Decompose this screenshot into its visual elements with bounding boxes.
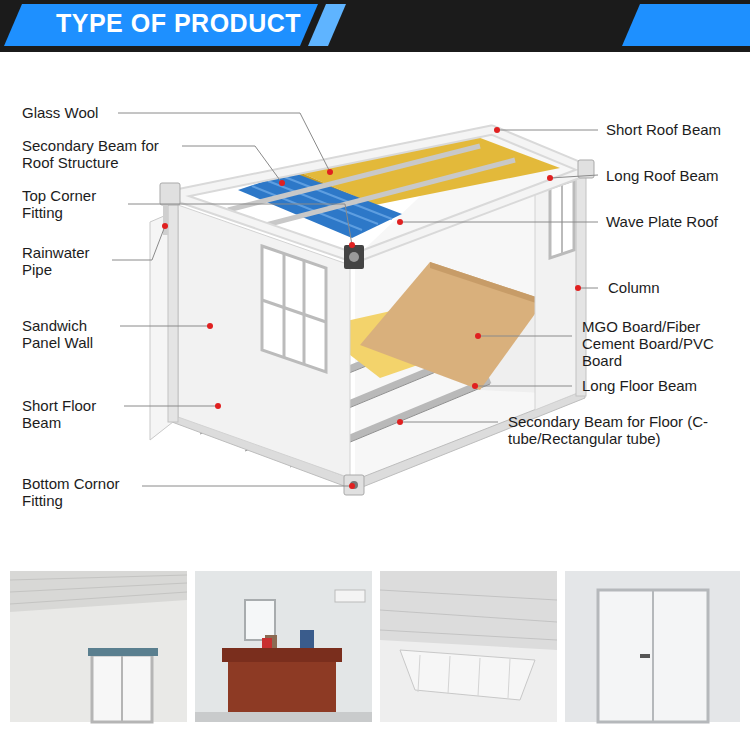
header-stripe: [308, 4, 346, 46]
title-band: [4, 4, 318, 46]
part-label: Secondary Beam for Roof Structure: [22, 137, 187, 171]
part-label: Column: [608, 279, 738, 296]
part-label: Secondary Beam for Floor (C-tube/Rectang…: [508, 413, 743, 447]
part-label: Short Roof Beam: [606, 121, 746, 138]
header-bar: [0, 0, 750, 52]
part-label: Glass Wool: [22, 104, 122, 121]
part-label: Long Roof Beam: [606, 167, 746, 184]
part-label: Wave Plate Roof: [606, 213, 746, 230]
part-label: Bottom Cornor Fitting: [22, 475, 140, 509]
part-label: Rainwater Pipe: [22, 244, 114, 278]
part-label: Sandwich Panel Wall: [22, 317, 117, 351]
header-stripe: [622, 4, 750, 46]
photo-strip: [10, 571, 740, 722]
part-label: Top Corner Fitting: [22, 187, 127, 221]
page-title: TYPE OF PRODUCT: [56, 9, 301, 38]
part-label: MGO Board/Fiber Cement Board/PVC Board: [582, 318, 732, 369]
part-label: Short Floor Beam: [22, 397, 122, 431]
part-label: Long Floor Beam: [582, 377, 742, 394]
